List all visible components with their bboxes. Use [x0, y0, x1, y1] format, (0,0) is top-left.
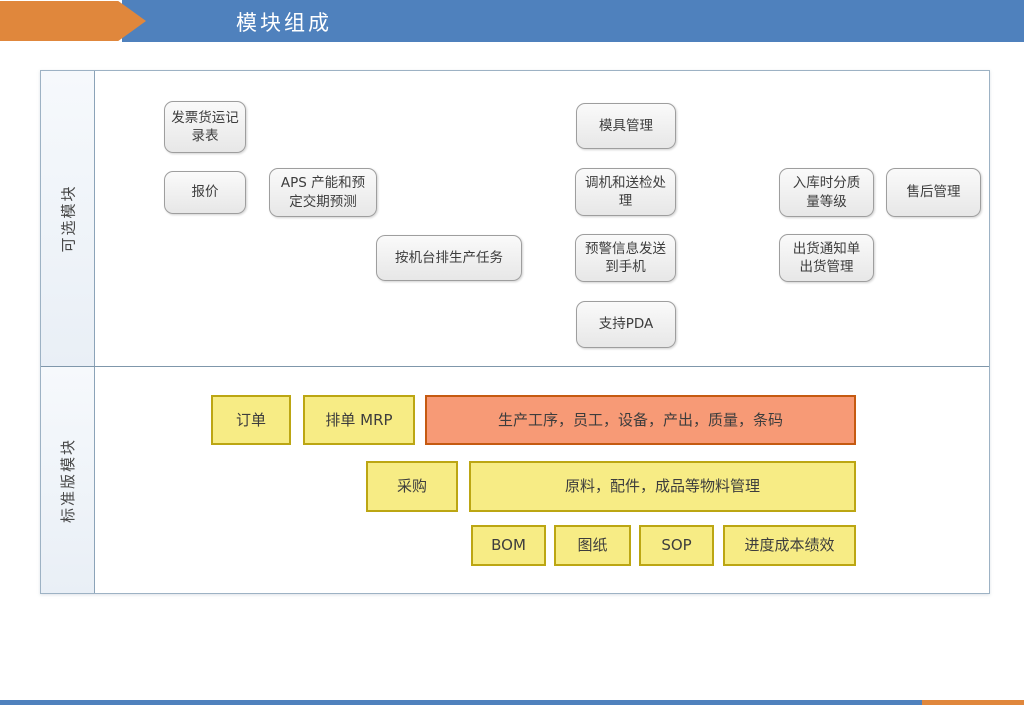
section-standard-label-text: 标准版模块 — [59, 437, 78, 523]
module-box-optional: 预警信息发送 到手机 — [575, 234, 676, 282]
module-box-optional: 模具管理 — [576, 103, 676, 149]
section-standard-label: 标准版模块 — [41, 367, 95, 593]
module-box-optional: 报价 — [164, 171, 246, 214]
footer-bar — [0, 700, 1024, 705]
header-arrow-shape — [0, 1, 146, 41]
module-box-standard: 原料，配件，成品等物料管理 — [469, 461, 856, 512]
module-box-standard: 排单 MRP — [303, 395, 415, 445]
header-title-bar — [122, 0, 1024, 42]
section-divider — [41, 366, 989, 367]
module-box-optional: 支持PDA — [576, 301, 676, 348]
module-box-standard: 采购 — [366, 461, 458, 512]
module-box-standard: 图纸 — [554, 525, 631, 566]
module-box-standard: 生产工序，员工，设备，产出，质量，条码 — [425, 395, 856, 445]
module-box-standard: SOP — [639, 525, 714, 566]
module-box-optional: 出货通知单 出货管理 — [779, 234, 874, 282]
module-box-standard: BOM — [471, 525, 546, 566]
module-box-optional: 发票货运记 录表 — [164, 101, 246, 153]
module-box-optional: 售后管理 — [886, 168, 981, 217]
module-box-optional: 入库时分质 量等级 — [779, 168, 874, 217]
module-box-optional: 调机和送检处 理 — [575, 168, 676, 216]
module-box-optional: 按机台排生产任务 — [376, 235, 522, 281]
module-box-standard: 订单 — [211, 395, 291, 445]
section-optional-label: 可选模块 — [41, 71, 95, 366]
module-diagram: 可选模块 标准版模块 发票货运记 录表报价 APS 产能和预 定交期预测按机台排生… — [40, 70, 990, 594]
footer-blue-segment — [0, 700, 922, 705]
module-box-standard: 进度成本绩效 — [723, 525, 856, 566]
slide-title: 模块组成 — [236, 11, 332, 35]
section-optional-label-text: 可选模块 — [59, 184, 78, 253]
module-box-optional: APS 产能和预 定交期预测 — [269, 168, 377, 217]
footer-orange-segment — [922, 700, 1024, 705]
